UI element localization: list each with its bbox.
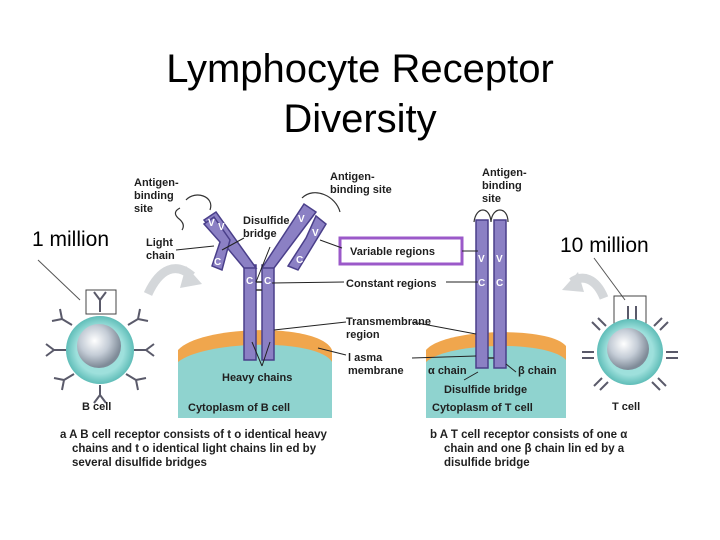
right-antigen-site-label-2: binding <box>482 180 522 192</box>
b-right-light-c: C <box>296 255 303 266</box>
b-left-light-v: V <box>208 218 215 229</box>
title-line-2: Diversity <box>283 97 437 141</box>
b-cell-label: B cell <box>82 401 111 413</box>
disulfide-bridge-label-2: bridge <box>243 228 277 240</box>
beta-chain-label: β chain <box>518 365 557 377</box>
light-chain-right <box>286 214 327 271</box>
b-heavy-right-c: C <box>264 276 271 287</box>
b-right-light-v: V <box>312 228 319 239</box>
b-disulfide-bridges <box>256 281 262 291</box>
t-disulfide-bridge-label: Disulfide bridge <box>444 384 527 396</box>
t-cell-receptors <box>582 306 678 391</box>
right-antigen-site-label-3: site <box>482 193 501 205</box>
caption-b-line-1: b A T cell receptor consists of one α <box>430 429 627 441</box>
b-heavy-left-c: C <box>246 276 253 287</box>
b-left-heavy-v: V <box>218 222 225 233</box>
left-antigen-site-label-3: site <box>134 203 153 215</box>
disulfide-bridge-label-1: Disulfide <box>243 215 289 227</box>
b-cell-receptor-antibody <box>202 202 327 361</box>
top-antigen-site-label-2: binding site <box>330 184 392 196</box>
caption-a-line-3: several disulfide bridges <box>72 457 207 469</box>
t-cytoplasm-label: Cytoplasm of T cell <box>432 402 533 414</box>
t-alpha-v: V <box>478 254 485 265</box>
t-count-pointer-line <box>593 257 626 301</box>
plasma-membrane-label-1: l asma <box>348 352 383 364</box>
b-receptor-highlight-box <box>85 289 117 315</box>
slide-title: Lymphocyte Receptor Diversity <box>0 44 720 144</box>
b-left-light-c: C <box>214 257 221 268</box>
t-cell-illustration: T cell <box>582 295 678 413</box>
t-beta-c: C <box>496 278 503 289</box>
b-cell-receptor-count: 1 million <box>32 228 110 251</box>
light-chain-label-2: chain <box>146 250 175 262</box>
caption-b-line-3: disulfide bridge <box>444 457 530 469</box>
b-right-binding-site-curve <box>301 192 341 213</box>
caption-b-line-2: chain and one β chain lin ed by a <box>444 443 625 455</box>
t-cytoplasm-region <box>426 345 566 418</box>
heavy-chains-label: Heavy chains <box>222 372 292 384</box>
left-antigen-site-label-1: Antigen- <box>134 177 179 189</box>
t-alpha-c: C <box>478 278 485 289</box>
b-zoom-arrowhead <box>180 266 202 288</box>
alpha-chain-stem <box>475 219 489 369</box>
b-left-binding-site-bracket <box>174 207 184 231</box>
beta-chain-stem <box>493 219 507 369</box>
t-binding-site-curve <box>473 209 509 223</box>
b-cell-receptors <box>45 291 155 404</box>
light-chain-label-1: Light <box>146 237 173 249</box>
transmembrane-label-1: Transmembrane <box>346 316 431 328</box>
top-antigen-site-label-1: Antigen- <box>330 171 375 183</box>
right-antigen-site-label-1: Antigen- <box>482 167 527 179</box>
t-cell-receptor-count: 10 million <box>560 234 649 257</box>
t-zoom-arrowhead <box>562 272 584 292</box>
t-beta-v: V <box>496 254 503 265</box>
left-antigen-site-label-2: binding <box>134 190 174 202</box>
transmembrane-label-2: region <box>346 329 380 341</box>
constant-regions-label: Constant regions <box>346 278 436 290</box>
caption-a-line-1: a A B cell receptor consists of t o iden… <box>60 429 328 441</box>
b-left-binding-site-curve <box>185 194 212 211</box>
heavy-chain-right-arm <box>260 202 318 269</box>
plasma-membrane-label-2: membrane <box>348 365 404 377</box>
alpha-chain-label: α chain <box>428 365 467 377</box>
light-chain-left <box>202 215 231 272</box>
variable-regions-label: Variable regions <box>350 246 435 258</box>
b-cytoplasm-region <box>178 344 332 418</box>
caption-a-line-2: chains and t o identical light chains li… <box>72 443 317 455</box>
t-cell-label: T cell <box>612 401 640 413</box>
title-line-1: Lymphocyte Receptor <box>166 47 554 91</box>
b-right-heavy-v: V <box>298 214 305 225</box>
leader-lines <box>175 237 517 381</box>
t-cell-nucleus <box>607 328 649 370</box>
t-cell-receptor <box>475 219 507 369</box>
b-cytoplasm-label: Cytoplasm of B cell <box>188 402 290 414</box>
b-cell-illustration: B cell <box>45 289 155 413</box>
b-count-pointer-line <box>37 259 81 301</box>
b-cell-nucleus <box>77 324 121 368</box>
